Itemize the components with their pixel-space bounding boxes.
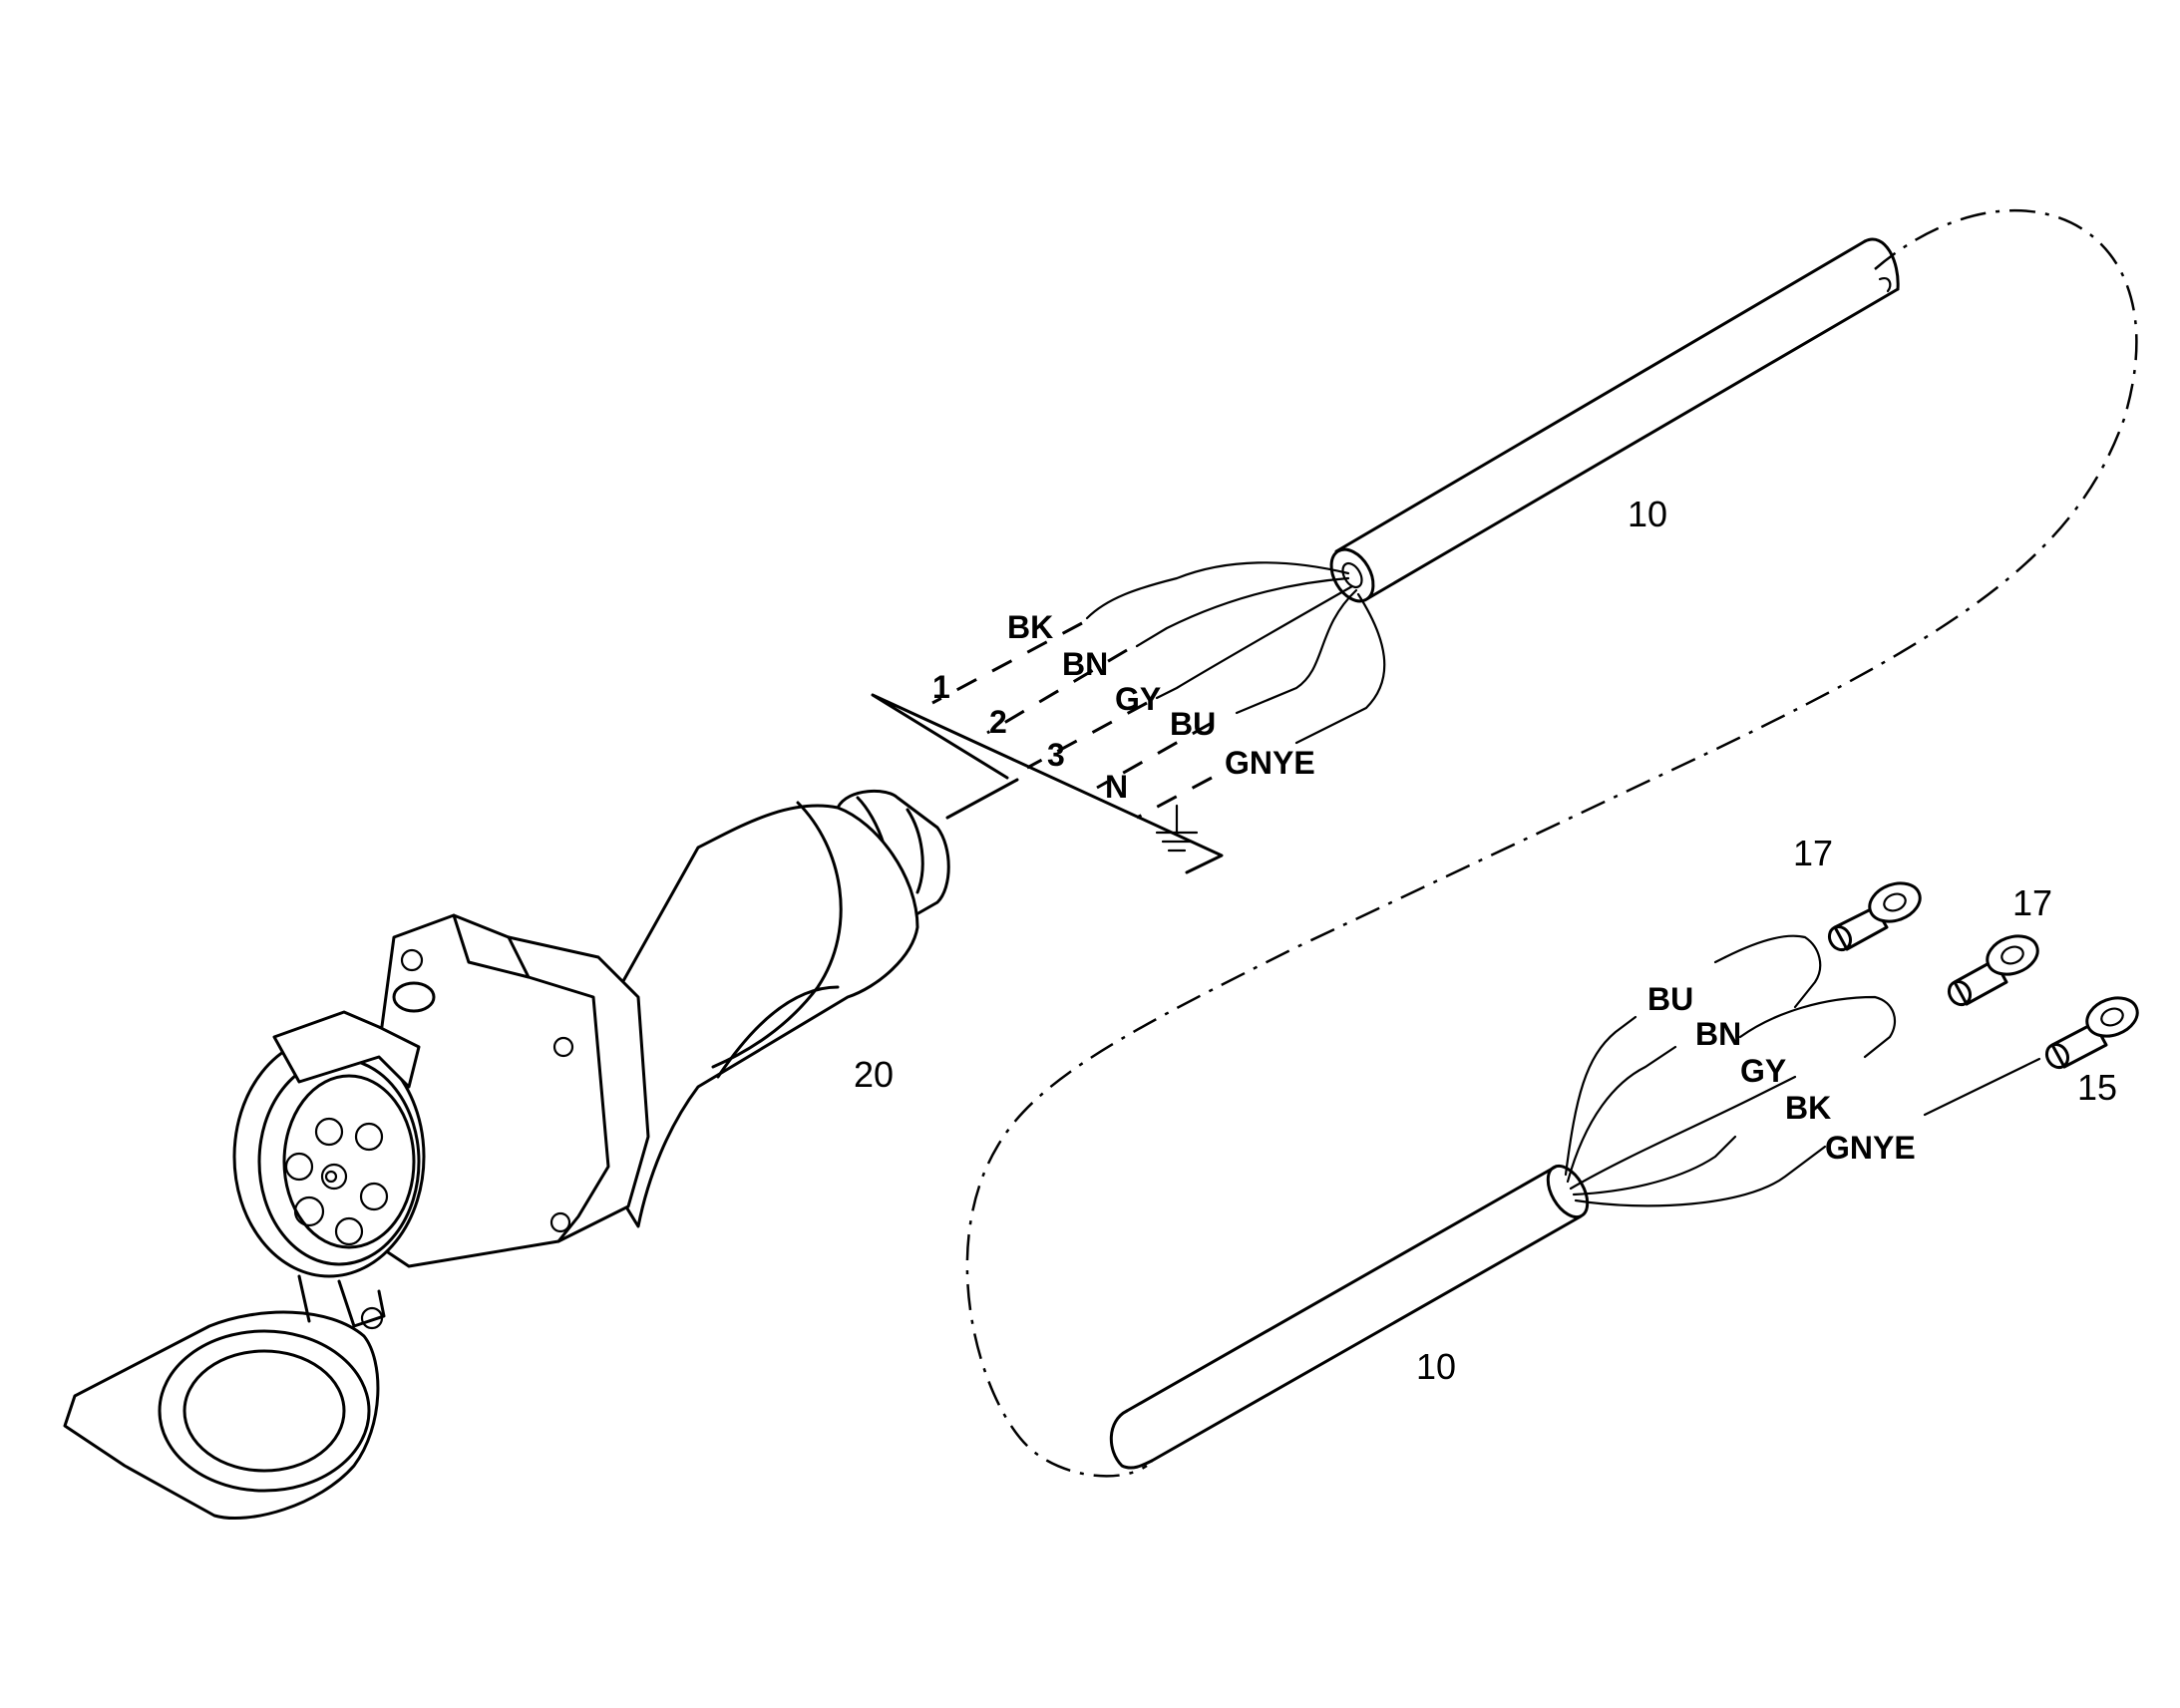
top-wire-label: BN	[1062, 646, 1108, 682]
terminal-block-outline	[871, 693, 1224, 874]
ring-terminal-icon	[1827, 881, 1922, 952]
ground-symbol-icon	[1155, 804, 1199, 853]
bottom-wire-label: GNYE	[1825, 1130, 1916, 1166]
terminal-label: 1	[932, 669, 950, 705]
top-wire-label: BK	[1007, 609, 1053, 645]
cable-break-outline	[965, 208, 2138, 1478]
callout-connector: 20	[854, 1054, 894, 1095]
terminal-label: 2	[989, 704, 1007, 740]
callout-eyelet-15: 15	[2077, 1067, 2117, 1108]
bottom-wire-label: GY	[1740, 1053, 1786, 1089]
socket-connector	[63, 789, 950, 1521]
bottom-wire-fan	[1564, 934, 1897, 1207]
terminal-label: N	[1105, 769, 1128, 805]
cable-top	[1329, 237, 1900, 603]
ring-terminal-icon	[1947, 934, 2039, 1007]
bottom-wire-label: BK	[1785, 1090, 1831, 1126]
top-wire-fan	[1085, 561, 1386, 745]
bottom-wire-label: BN	[1695, 1016, 1741, 1052]
top-wire-dashes	[931, 621, 1213, 820]
callout-cable-top: 10	[1628, 494, 1667, 534]
callout-eyelet-17b: 17	[2012, 882, 2052, 923]
top-wire-label: BU	[1170, 706, 1216, 742]
terminal-label: 3	[1047, 737, 1065, 773]
callout-eyelet-17a: 17	[1793, 833, 1833, 873]
cable-bottom	[1109, 1164, 1590, 1470]
top-wire-label: GY	[1115, 681, 1161, 717]
ring-terminal-icon	[2044, 996, 2139, 1070]
bottom-wire-label: BU	[1647, 981, 1693, 1017]
wire-to-eyelet-15	[1923, 1057, 2041, 1117]
callout-cable-bottom: 10	[1416, 1346, 1456, 1387]
top-wire-label: GNYE	[1225, 745, 1315, 781]
connector-lead-line	[945, 778, 1019, 820]
